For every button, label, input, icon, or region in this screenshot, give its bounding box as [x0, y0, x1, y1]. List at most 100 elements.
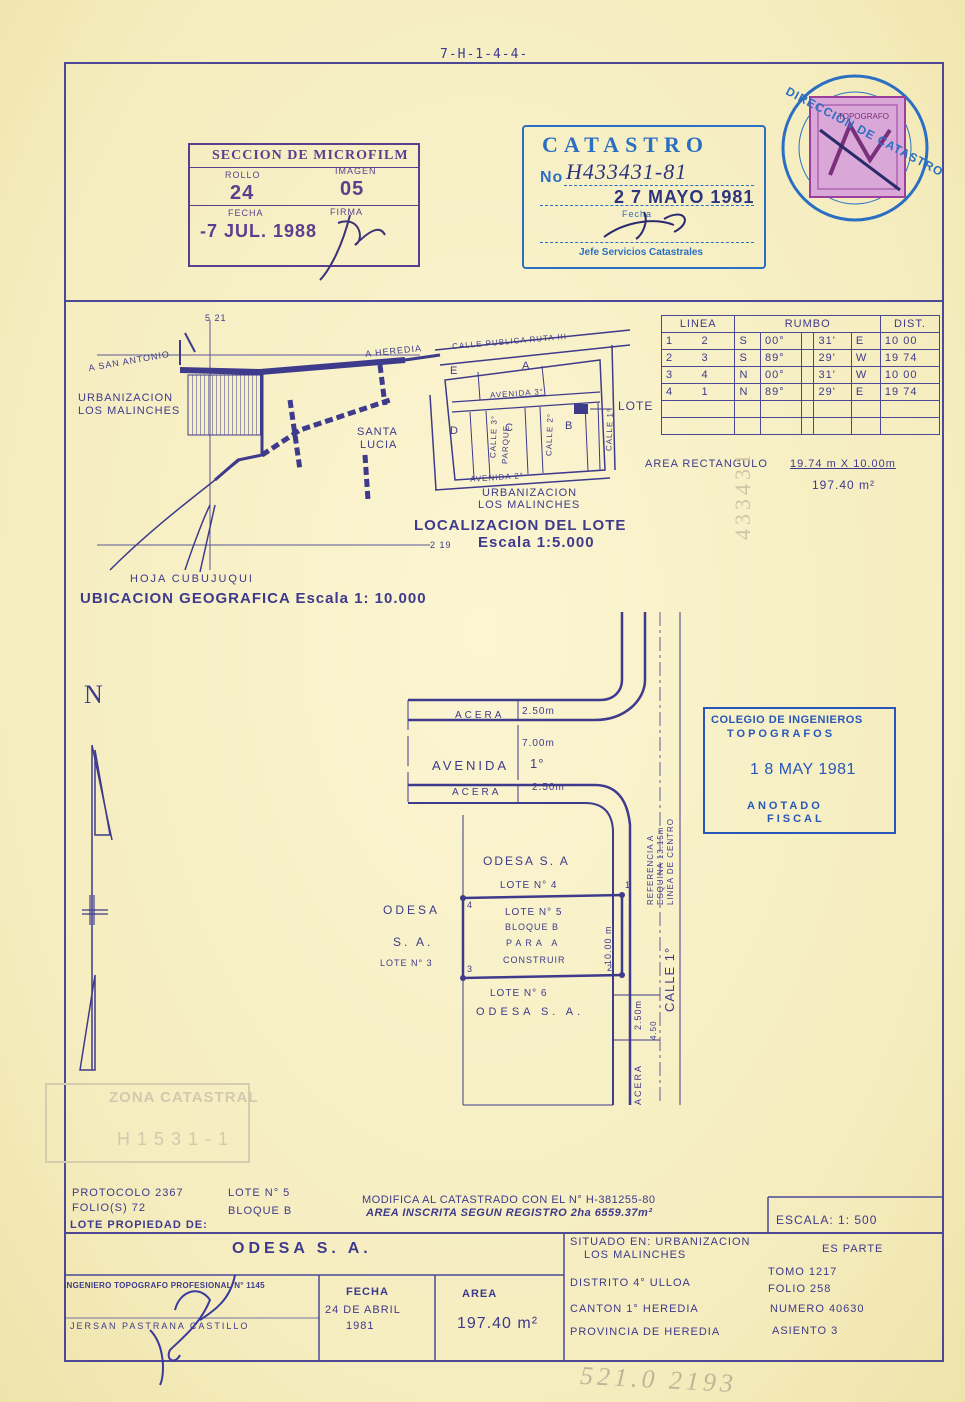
avenida-number: 1° [530, 756, 545, 771]
localizacion-scale: Escala 1:5.000 [478, 534, 595, 551]
block-c: C [505, 422, 514, 434]
block-d: D [450, 425, 459, 437]
rumbo-header-dist: DIST. [879, 315, 941, 333]
top-code: 7-H-1-4-4- [440, 47, 529, 62]
lote3-label: LOTE N° 3 [380, 958, 433, 968]
area-value-footer: 197.40 m² [457, 1315, 539, 1332]
canton: CANTON 1° HEREDIA [570, 1303, 699, 1315]
area-label-footer: AREA [462, 1288, 498, 1300]
acera1-width: 2.50m [522, 706, 555, 717]
imagen-label: IMAGEN [335, 166, 377, 176]
catastro-stamp: CATASTRO No H433431-81 2 7 MAYO 1981 Fec… [522, 125, 766, 269]
lote-label: LOTE [618, 399, 654, 413]
localizacion-title: LOCALIZACION DEL LOTE [414, 517, 627, 534]
firma-label: FIRMA [330, 207, 363, 217]
referencia-3: LINEA DE CENTRO [666, 817, 675, 905]
odesa-bottom: ODESA S. A. [476, 1006, 585, 1018]
avenida-label: AVENIDA [432, 758, 510, 773]
bloque-b-label: BLOQUE B [505, 922, 560, 932]
numero: NUMERO 40630 [770, 1303, 865, 1315]
malinches-label: LOS MALINCHES [78, 405, 181, 417]
acera-vertical-label: ACERA [633, 1063, 643, 1105]
vertex-3: 3 [467, 964, 474, 974]
footer-bloque: BLOQUE B [228, 1205, 293, 1217]
urbanizacion-label: URBANIZACION [78, 392, 174, 404]
colegio-line2: TOPOGRAFOS [727, 728, 836, 740]
catastro-number: H433431-81 [566, 159, 688, 184]
fecha-label: FECHA [228, 208, 264, 218]
catastro-signature [603, 211, 686, 240]
ingeniero-name: JERSAN PASTRANA CASTILLO [70, 1321, 250, 1331]
catastro-jefe: Jefe Servicios Catastrales [579, 247, 703, 258]
rollo-value: 24 [230, 182, 255, 204]
calle-2-label: CALLE 2° [544, 412, 555, 457]
fecha-label-footer: FECHA [346, 1286, 389, 1298]
loc-urb2: LOS MALINCHES [478, 499, 581, 511]
header-divider [64, 300, 944, 302]
construir-label: CONSTRUIR [503, 955, 566, 965]
fecha2: 1981 [346, 1320, 375, 1332]
lote5-label: LOTE N° 5 [505, 907, 563, 918]
fecha1: 24 DE ABRIL [325, 1304, 401, 1316]
acera-vertical-width: 2.50m [633, 999, 643, 1030]
coord-top: 5 21 [205, 313, 227, 323]
lucia-label: LUCIA [360, 439, 398, 451]
situado: SITUADO EN: URBANIZACION [570, 1236, 751, 1248]
acera1-label: ACERA [455, 710, 505, 721]
microfilm-date: -7 JUL. 1988 [200, 221, 318, 241]
handwritten-number: 433431 [730, 450, 755, 540]
rumbo-header-rumbo: RUMBO [734, 315, 881, 333]
protocolo: PROTOCOLO 2367 [72, 1187, 184, 1199]
microfilm-stamp: SECCION DE MICROFILM ROLLO IMAGEN 24 05 … [188, 143, 420, 281]
microfilm-title: SECCION DE MICROFILM [212, 148, 409, 163]
area-inscrita: AREA INSCRITA SEGUN REGISTRO 2ha 6559.37… [366, 1207, 653, 1219]
acera2-label: ACERA [452, 787, 502, 798]
colegio-anotado: ANOTADO [747, 800, 823, 812]
vertex-1: 1 [625, 880, 632, 890]
area-rect-value: 197.40 m² [812, 478, 876, 492]
vertex-2: 2 [607, 963, 614, 973]
colegio-stamp: COLEGIO DE INGENIEROS TOPOGRAFOS 1 8 MAY… [703, 707, 896, 834]
referencia-1: REFERENCIA A [646, 834, 655, 905]
side-length: 10.00 m [603, 925, 613, 965]
hoja-label: HOJA CUBUJUQUI [130, 573, 254, 585]
rollo-label: ROLLO [225, 170, 261, 180]
area-rect-dims: 19.74 m X 10.00m [790, 458, 896, 470]
es-parte: ES PARTE [822, 1243, 884, 1255]
sheet-frame [64, 62, 944, 1362]
referencia-2: ESQUINA 13.15m [656, 826, 665, 905]
acera2-width: 2.50m [532, 782, 565, 793]
vertex-4: 4 [467, 900, 474, 910]
block-e: E [450, 365, 459, 377]
modifica-text: MODIFICA AL CATASTRADO CON EL N° H-38125… [362, 1194, 656, 1206]
odesa-left-2: S. A. [393, 935, 434, 949]
lote4-label: LOTE N° 4 [500, 880, 558, 891]
block-a: A [522, 360, 531, 372]
loc-urb1: URBANIZACION [482, 487, 578, 499]
calle-3-label: CALLE 3° [488, 414, 499, 459]
catastro-title: CATASTRO [542, 132, 709, 157]
catastro-fecha-label: Fecha [622, 209, 653, 219]
microfilm-signature [319, 214, 386, 281]
block-b: B [565, 420, 574, 432]
odesa-top: ODESA S. A [483, 854, 570, 868]
avenida-width: 7.00m [522, 738, 555, 749]
odesa-left-1: ODESA [383, 903, 441, 917]
half-width: 4.50 [649, 1020, 658, 1040]
colegio-fiscal: FISCAL [767, 813, 825, 825]
lote-propiedad: LOTE PROPIEDAD DE: [70, 1219, 208, 1231]
escala: ESCALA: 1: 500 [776, 1213, 878, 1227]
provincia: PROVINCIA DE HEREDIA [570, 1326, 721, 1338]
para-label: PARA A [506, 938, 562, 948]
rumbo-header-linea: LINEA [660, 315, 736, 333]
asiento: ASIENTO 3 [772, 1325, 839, 1337]
coord-bottom: 2 19 [430, 540, 452, 550]
zona-catastral-stamp: ZONA CATASTRAL H 1 5 3 1 - 1 [45, 1083, 258, 1163]
folio2: FOLIO 258 [768, 1283, 832, 1295]
